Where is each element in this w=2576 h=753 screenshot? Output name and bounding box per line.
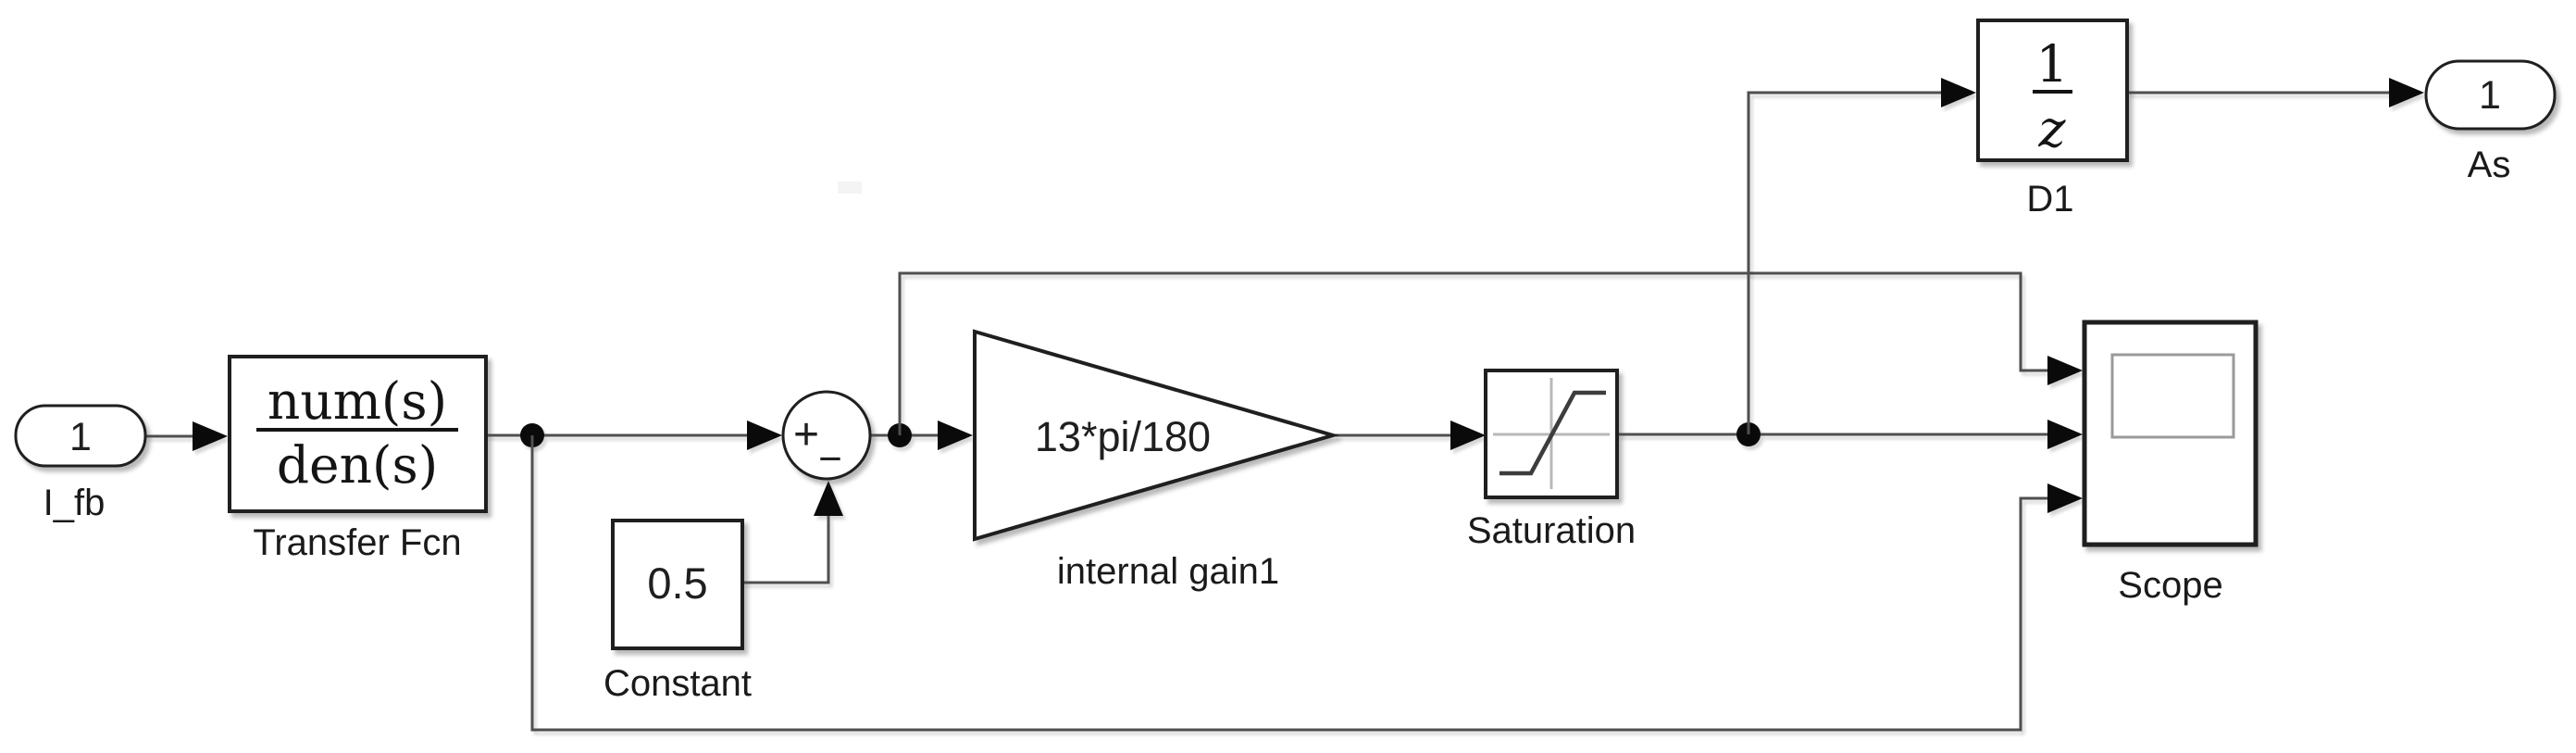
- wire-unitdelay-to-outport[interactable]: [2127, 78, 2424, 107]
- transfer-fcn-block[interactable]: num(s) den(s): [228, 355, 488, 513]
- wire-inport-to-transferfcn[interactable]: [145, 421, 228, 451]
- arrowhead-icon: [2047, 483, 2083, 513]
- inport-number: 1: [69, 415, 92, 459]
- wire-transferfcn-to-sum[interactable]: [486, 420, 782, 450]
- saturation-icon: [1493, 378, 1610, 489]
- minus-sign: −: [818, 436, 842, 482]
- arrowhead-icon: [747, 420, 782, 450]
- plus-sign: +: [793, 410, 819, 459]
- constant-value: 0.5: [647, 558, 707, 608]
- gain-label: internal gain1: [1057, 551, 1279, 592]
- saturation-label: Saturation: [1467, 510, 1636, 551]
- wire-saturation-to-scope[interactable]: [1617, 420, 2083, 449]
- scope-screen-icon: [2110, 353, 2235, 439]
- constant-label: Constant: [604, 663, 752, 704]
- wire-feedback-top-to-scope[interactable]: [898, 271, 2083, 435]
- sum-block[interactable]: + −: [781, 390, 872, 482]
- wire-feedback-bottom-to-scope[interactable]: [530, 435, 2083, 732]
- unit-delay-block[interactable]: 1 z: [1976, 19, 2129, 162]
- arrowhead-icon: [2047, 356, 2083, 385]
- wire-saturation-to-unitdelay[interactable]: [1747, 78, 1976, 434]
- arrowhead-icon: [938, 420, 973, 450]
- arrowhead-icon: [2389, 78, 2424, 107]
- outport-block[interactable]: 1: [2424, 59, 2557, 131]
- unit-delay-denominator: z: [2038, 99, 2067, 158]
- unit-delay-numerator: 1: [2036, 34, 2069, 94]
- transfer-fcn-label: Transfer Fcn: [253, 522, 461, 563]
- wire-gain-to-saturation[interactable]: [1333, 420, 1486, 450]
- scope-label: Scope: [2118, 565, 2222, 606]
- constant-block[interactable]: 0.5: [611, 519, 744, 650]
- arrowhead-icon: [2047, 420, 2083, 449]
- transfer-fcn-numerator: num(s): [268, 371, 447, 431]
- unit-delay-label: D1: [2026, 179, 2073, 220]
- transfer-fcn-denominator: den(s): [277, 435, 438, 495]
- wire-sum-to-gain[interactable]: [870, 420, 973, 450]
- arrowhead-icon: [814, 481, 843, 516]
- arrowhead-icon: [1941, 78, 1976, 107]
- arrowhead-icon: [1450, 420, 1486, 450]
- arrowhead-icon: [193, 421, 228, 451]
- scope-block[interactable]: [2082, 320, 2259, 547]
- gain-expression: 13*pi/180: [1035, 413, 1211, 460]
- inport-label: I_fb: [44, 483, 106, 523]
- saturation-block[interactable]: [1484, 369, 1619, 499]
- outport-label: As: [2468, 144, 2511, 185]
- inport-block[interactable]: 1: [14, 404, 147, 468]
- gain-block[interactable]: 13*pi/180: [973, 329, 1340, 542]
- outport-number: 1: [2479, 73, 2501, 118]
- wire-constant-to-sum[interactable]: [742, 481, 843, 584]
- render-artifact: [838, 182, 862, 194]
